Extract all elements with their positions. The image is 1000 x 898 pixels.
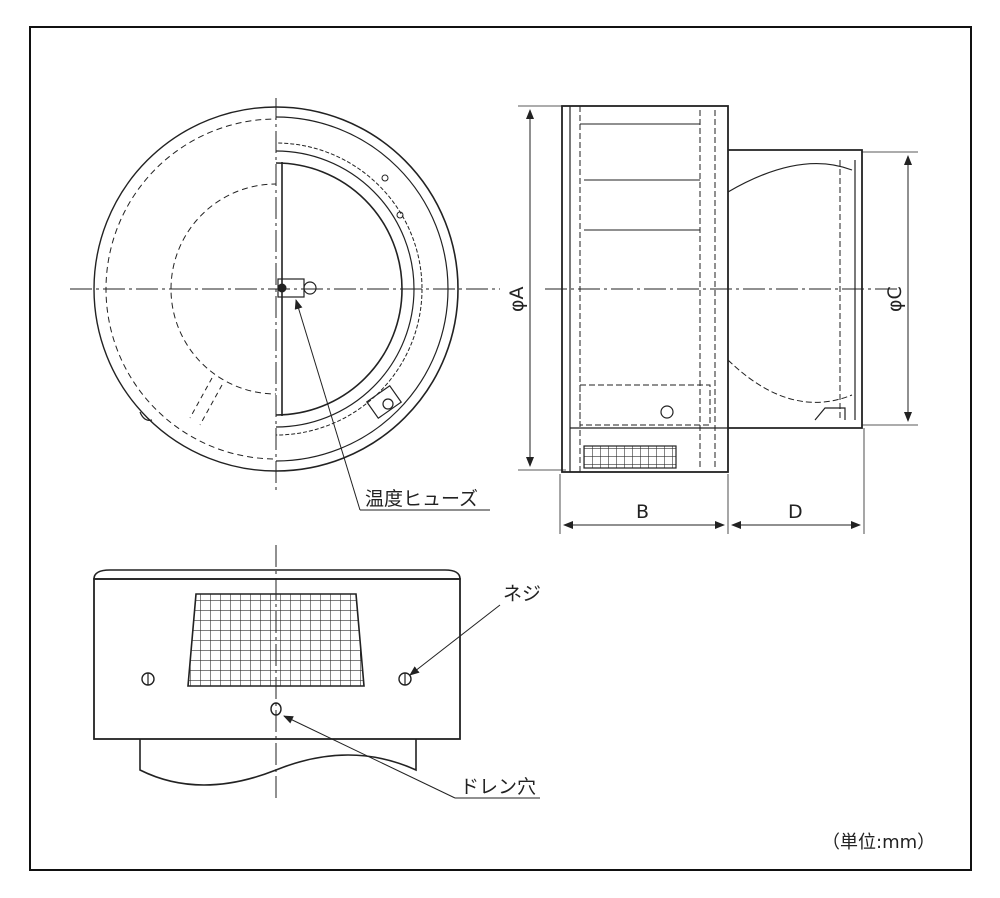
dim-b-label: B — [636, 501, 649, 523]
thermal-fuse-label: 温度ヒューズ — [365, 488, 478, 510]
bottom-view — [93, 545, 461, 800]
dim-c-label: φC — [884, 286, 906, 312]
dim-a-label: φA — [506, 286, 528, 312]
screw-label: ネジ — [503, 583, 541, 605]
drawing-frame — [29, 26, 972, 871]
leaders — [283, 299, 540, 799]
unit-label: （単位:mm） — [822, 832, 935, 853]
drain-hole-label: ドレン穴 — [460, 776, 536, 798]
side-view — [518, 105, 918, 534]
dim-d-label: D — [788, 501, 803, 523]
front-view — [70, 98, 500, 490]
